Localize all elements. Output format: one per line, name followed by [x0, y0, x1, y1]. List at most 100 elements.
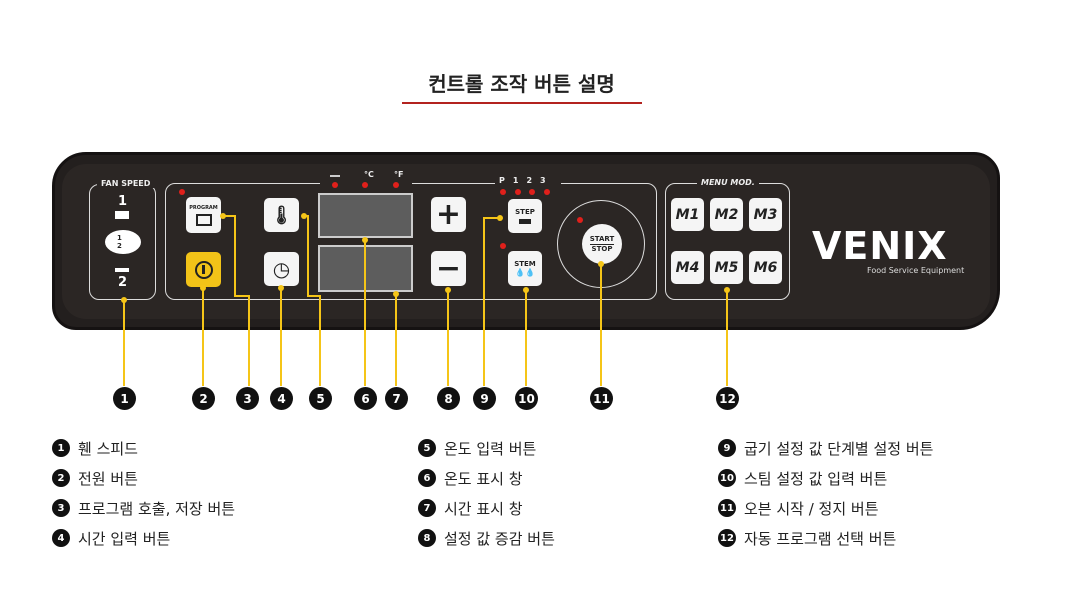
start-label: START — [589, 234, 615, 245]
steam-button[interactable]: STEM💧💧 — [508, 251, 542, 286]
callout-line-5 — [304, 215, 321, 386]
callout-7: 7 — [385, 387, 408, 410]
page-title: 컨트롤 조작 버튼 설명 — [428, 72, 615, 96]
menu-m6-button[interactable]: M6 — [749, 251, 782, 284]
step-button[interactable]: STEP — [508, 199, 542, 233]
step-label-3: 3 — [540, 176, 546, 185]
callout-12: 12 — [716, 387, 739, 410]
fan-low-icon — [115, 268, 129, 272]
steam-label: STEM — [514, 260, 536, 268]
callout-dot-1 — [121, 297, 127, 303]
fan-speed-label: FAN SPEED — [97, 179, 155, 188]
step-led-1 — [515, 189, 521, 195]
unit-celsius-label: °C — [360, 170, 378, 179]
step-led-2 — [529, 189, 535, 195]
fan-speed-1-label: 1 — [118, 194, 128, 209]
callout-dot-8 — [445, 287, 451, 293]
celsius-led — [362, 182, 368, 188]
callout-dot-3 — [220, 213, 226, 219]
callout-dot-6 — [362, 237, 368, 243]
brand-subtitle: Food Service Equipment — [867, 266, 965, 275]
tray-icon — [519, 219, 531, 224]
time-input-button[interactable]: ◷ — [264, 252, 299, 286]
step-label: STEP — [515, 208, 535, 216]
fan-toggle-2: 2 — [117, 242, 122, 250]
program-button[interactable]: PROGRAM — [186, 197, 221, 233]
water-drops-icon: 💧💧 — [515, 268, 535, 277]
callout-dot-11 — [598, 261, 604, 267]
menu-m1-button[interactable]: M1 — [671, 198, 704, 231]
computer-icon — [195, 213, 212, 226]
power-button[interactable] — [186, 252, 221, 287]
brand-logo: VENIX — [812, 224, 948, 268]
callout-8: 8 — [437, 387, 460, 410]
fan-toggle-1: 1 — [117, 234, 122, 242]
clock-icon: ◷ — [272, 257, 291, 281]
menu-m5-button[interactable]: M5 — [710, 251, 743, 284]
callout-4: 4 — [270, 387, 293, 410]
step-label-2: 2 — [526, 176, 533, 185]
program-led — [179, 189, 185, 195]
callout-dot-9 — [497, 215, 503, 221]
fahrenheit-led — [393, 182, 399, 188]
callout-line-9 — [483, 217, 500, 386]
stop-label: STOP — [591, 244, 613, 253]
callout-6: 6 — [354, 387, 377, 410]
callout-dot-5 — [301, 213, 307, 219]
menu-m3-button[interactable]: M3 — [749, 198, 782, 231]
callout-3: 3 — [236, 387, 259, 410]
temperature-input-button[interactable]: 🌡 — [264, 198, 299, 232]
fan-high-icon — [115, 211, 129, 219]
heater-led — [332, 182, 338, 188]
callout-9: 9 — [473, 387, 496, 410]
temperature-display — [318, 193, 413, 238]
minus-icon: − — [435, 251, 462, 286]
callout-dot-12 — [724, 287, 730, 293]
step-label-1: 1 — [512, 176, 519, 185]
plus-icon: + — [435, 197, 462, 232]
step-led-p — [500, 189, 506, 195]
callout-11: 11 — [590, 387, 613, 410]
increase-button[interactable]: + — [431, 197, 466, 232]
program-label: PROGRAM — [189, 204, 218, 211]
callout-dot-4 — [278, 285, 284, 291]
menu-mod-label: MENU MOD. — [697, 178, 759, 187]
callout-5: 5 — [309, 387, 332, 410]
step-label-p: P — [499, 176, 505, 185]
power-icon — [194, 260, 213, 279]
callout-10: 10 — [515, 387, 538, 410]
callout-dot-7 — [393, 291, 399, 297]
fan-speed-2-label: 2 — [118, 275, 128, 290]
running-led — [577, 217, 583, 223]
callout-dot-2 — [200, 285, 206, 291]
step-led-3 — [544, 189, 550, 195]
menu-m4-button[interactable]: M4 — [671, 251, 704, 284]
steam-led — [500, 243, 506, 249]
menu-m2-button[interactable]: M2 — [710, 198, 743, 231]
heater-icon — [330, 175, 340, 177]
decrease-button[interactable]: − — [431, 251, 466, 286]
title-underline — [402, 102, 642, 104]
callout-1: 1 — [113, 387, 136, 410]
thermometer-icon: 🌡 — [270, 204, 293, 226]
callout-2: 2 — [192, 387, 215, 410]
unit-label-bg — [320, 172, 412, 186]
